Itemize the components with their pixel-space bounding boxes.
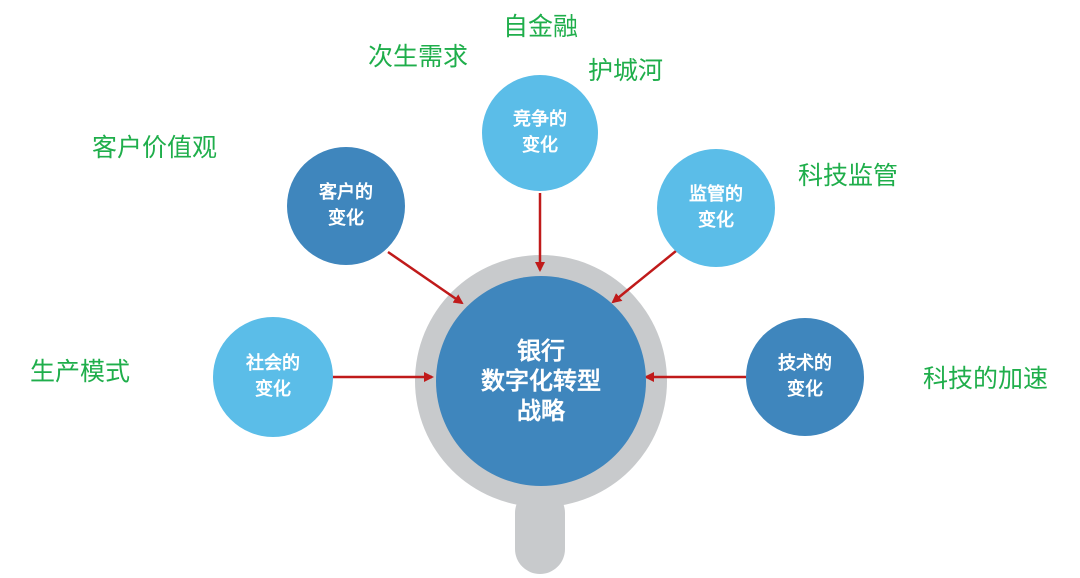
arrow-customer bbox=[387, 250, 464, 305]
node-competition: 竞争的 变化 bbox=[482, 75, 598, 191]
magnifier-handle bbox=[515, 488, 565, 574]
node-customer: 客户的 变化 bbox=[287, 147, 405, 265]
label-tech-acceleration: 科技的加速 bbox=[923, 364, 1049, 393]
center-line-1: 银行 bbox=[517, 337, 565, 365]
label-production-mode: 生产模式 bbox=[30, 357, 131, 386]
node-regulation-line-1: 监管的 bbox=[689, 184, 743, 205]
node-customer-line-1: 客户的 bbox=[319, 182, 373, 203]
label-customer-values: 客户价值观 bbox=[92, 133, 218, 162]
center-line-3: 战略 bbox=[517, 397, 565, 425]
label-self-finance: 自金融 bbox=[503, 12, 579, 41]
node-technology: 技术的 变化 bbox=[746, 318, 864, 436]
label-secondary-demand: 次生需求 bbox=[368, 42, 469, 71]
node-regulation-line-2: 变化 bbox=[698, 210, 734, 231]
node-technology-line-2: 变化 bbox=[787, 379, 823, 400]
node-society: 社会的 变化 bbox=[213, 317, 333, 437]
node-competition-line-1: 竞争的 bbox=[513, 109, 567, 130]
node-technology-line-1: 技术的 bbox=[778, 353, 832, 374]
node-competition-line-2: 变化 bbox=[522, 135, 558, 156]
label-tech-regulation: 科技监管 bbox=[798, 161, 899, 190]
node-society-line-1: 社会的 bbox=[246, 353, 300, 374]
node-regulation: 监管的 变化 bbox=[657, 149, 775, 267]
node-society-line-2: 变化 bbox=[255, 379, 291, 400]
node-customer-line-2: 变化 bbox=[328, 208, 364, 229]
label-moat: 护城河 bbox=[588, 56, 664, 85]
center-node-digital-strategy: 银行 数字化转型 战略 bbox=[436, 276, 646, 486]
arrow-regulation bbox=[611, 250, 677, 304]
center-line-2: 数字化转型 bbox=[481, 367, 601, 395]
